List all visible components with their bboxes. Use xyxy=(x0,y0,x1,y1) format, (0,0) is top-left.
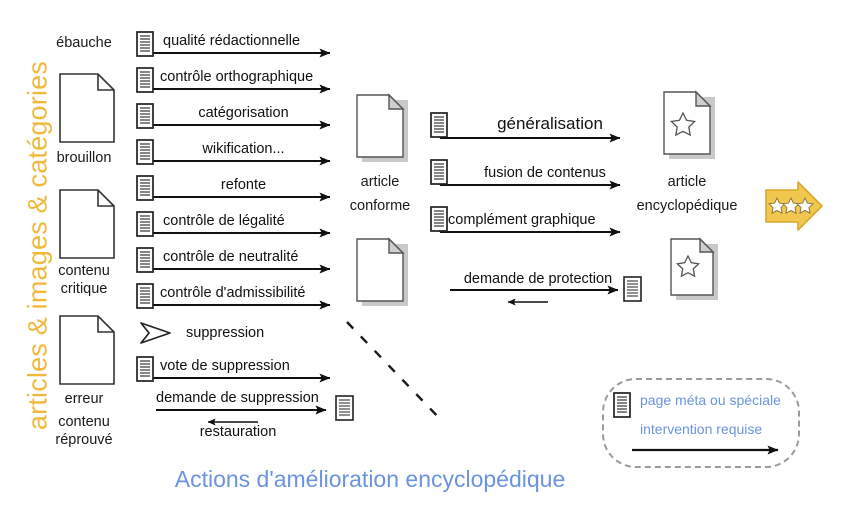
meta-page-icon xyxy=(136,139,154,165)
page-document-star-icon-top xyxy=(663,90,715,159)
action2-label-complement-graphique: complément graphique xyxy=(448,212,596,228)
meta-page-icon xyxy=(136,211,154,237)
stage-label-ebauche: ébauche xyxy=(56,35,112,51)
stage-label-contenu-critique-line1: contenu xyxy=(58,263,110,279)
meta-page-icon xyxy=(136,31,154,57)
stage-label-erreur: erreur xyxy=(64,391,104,407)
action-label-controle-de-legalite: contrôle de légalité xyxy=(163,213,285,229)
meta-page-icon xyxy=(430,159,448,185)
action-label-vote-de-suppression: vote de suppression xyxy=(160,358,290,374)
page-document-icon-erreur xyxy=(59,315,115,385)
page-document-shadow-icon-conforme-bottom xyxy=(356,237,408,306)
meta-page-icon xyxy=(136,175,154,201)
meta-page-icon-suppression-target xyxy=(335,395,354,421)
meta-page-icon xyxy=(136,356,154,382)
stage-label-contenu-critique-line2: critique xyxy=(60,281,108,297)
meta-page-icon xyxy=(136,283,154,309)
meta-page-icon xyxy=(136,103,154,129)
stage-label-article-encyclopedique-line2: encyclopédique xyxy=(636,198,738,214)
meta-page-icon xyxy=(136,247,154,273)
action-label-controle-orthographique: contrôle orthographique xyxy=(160,69,314,85)
meta-page-icon xyxy=(136,67,154,93)
stage-label-contenu-reprouve-line2: réprouvé xyxy=(55,432,113,448)
action-label-categorisation: catégorisation xyxy=(198,105,289,121)
bottom-caption: Actions d'amélioration encyclopédique xyxy=(174,466,566,492)
dashed-separator xyxy=(346,321,444,423)
action2-label-generalisation: généralisation xyxy=(497,114,603,133)
action-label-refonte: refonte xyxy=(220,177,267,193)
meta-page-icon xyxy=(430,112,448,138)
action-label-restauration: restauration xyxy=(199,424,277,440)
action2-label-fusion-de-contenus: fusion de contenus xyxy=(484,165,606,181)
action-label-qualite-redactionnelle: qualité rédactionnelle xyxy=(163,33,301,49)
legend-box xyxy=(602,378,800,468)
action-label-demande-de-suppression: demande de suppression xyxy=(156,390,319,406)
open-chevron-icon xyxy=(140,322,171,344)
stage-label-brouillon: brouillon xyxy=(56,150,112,166)
legend-page-label: page méta ou spéciale xyxy=(640,392,781,408)
page-document-icon-ebauche xyxy=(59,73,115,143)
page-document-shadow-icon-conforme-top xyxy=(356,93,408,162)
stage-label-contenu-reprouve-line1: contenu xyxy=(58,414,110,430)
meta-page-icon xyxy=(430,206,448,232)
action-label-suppression: suppression xyxy=(186,325,265,341)
action-label-controle-admissibilite: contrôle d'admissibilité xyxy=(160,285,306,301)
stage-label-article-conforme-line1: article xyxy=(360,174,400,190)
action-label-controle-de-neutralite: contrôle de neutralité xyxy=(163,249,299,265)
page-document-icon-brouillon xyxy=(59,189,115,259)
legend-arrow-label: intervention requise xyxy=(640,421,763,437)
stage-label-article-conforme-line2: conforme xyxy=(349,198,411,214)
page-document-star-icon-bottom xyxy=(670,237,718,300)
stage-label-article-encyclopedique-line1: article xyxy=(667,174,707,190)
action2-label-demande-de-protection: demande de protection xyxy=(463,271,613,287)
three-stars-arrow-icon xyxy=(765,181,823,231)
action-label-wikification: wikification... xyxy=(202,141,285,157)
